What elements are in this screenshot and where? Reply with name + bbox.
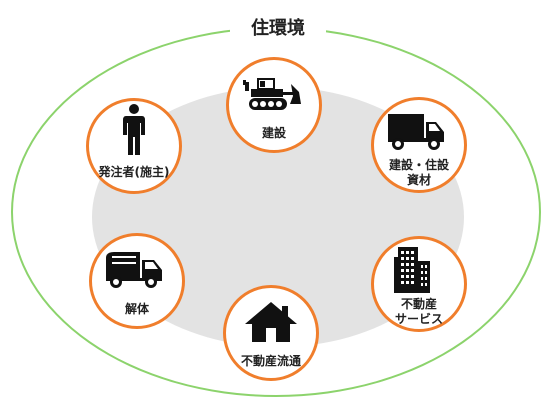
house-icon [245, 302, 297, 342]
node-client: 発注者(施主) [86, 98, 182, 194]
node-construction: 建設 [226, 57, 322, 153]
person-icon [123, 104, 145, 155]
bulldozer-icon [243, 78, 301, 110]
node-demolition: 解体 [89, 233, 185, 329]
garbage-truck-icon [106, 252, 162, 288]
node-label: 発注者(施主) [98, 165, 170, 179]
building-icon [394, 247, 430, 293]
node-label: 建設 [261, 126, 286, 140]
node-label: 建設・住設 資材 [388, 158, 449, 187]
node-realestate-distribution: 不動産流通 [223, 285, 319, 381]
node-materials: 建設・住設 資材 [371, 97, 467, 193]
node-label: 解体 [124, 302, 149, 316]
node-label: 不動産流通 [240, 354, 301, 368]
node-label: 不動産 サービス [394, 297, 443, 326]
truck-icon [388, 114, 444, 150]
diagram-title: 住環境 [230, 15, 326, 43]
node-realestate-services: 不動産 サービス [371, 236, 467, 332]
